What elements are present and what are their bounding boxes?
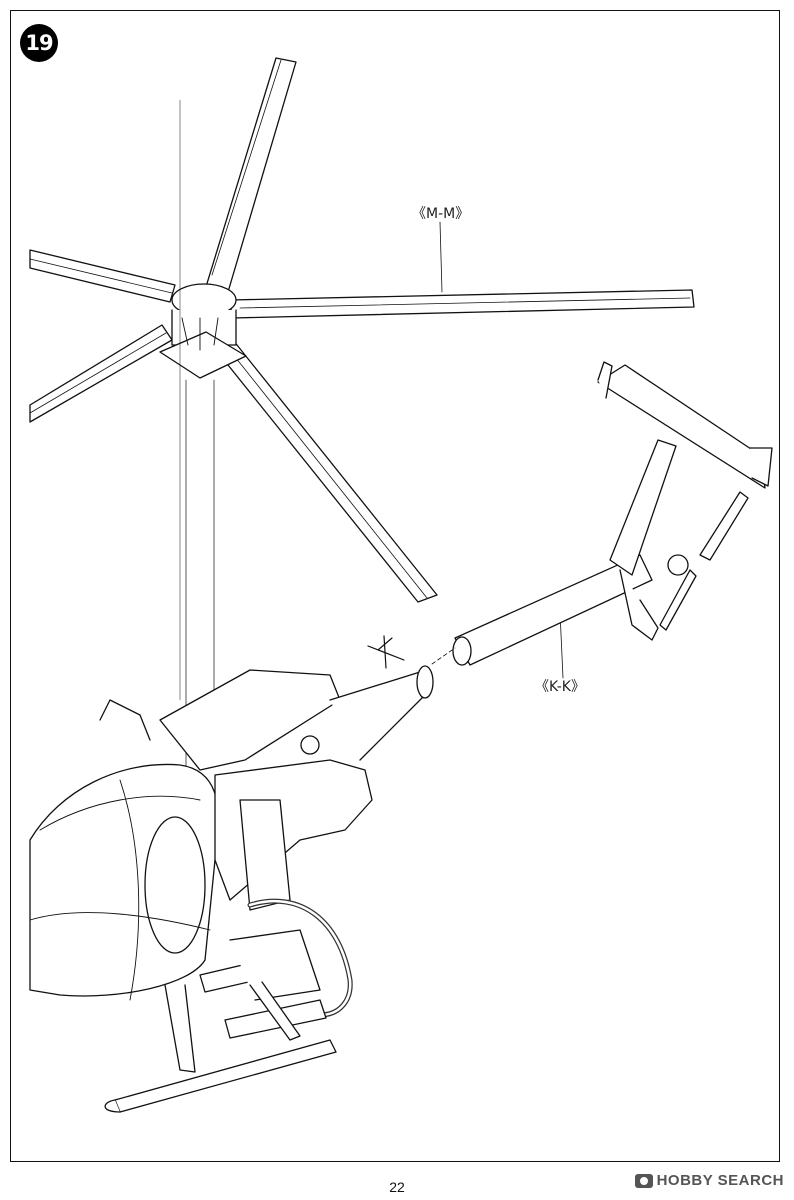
landing-skids: [104, 981, 337, 1113]
assembly-guide-lines: [179, 99, 215, 771]
step-number: 19: [25, 31, 53, 55]
fuselage-assembly: [29, 635, 456, 1001]
page-number: 22: [389, 1179, 405, 1195]
watermark: HOBBY SEARCH: [634, 1172, 784, 1189]
page-frame: [10, 10, 780, 1162]
skid-strut-front: [164, 984, 196, 1073]
label-tail-boom: 《K-K》: [535, 679, 585, 695]
watermark-text: HOBBY SEARCH: [656, 1172, 784, 1189]
tail-boom-tube: [454, 554, 653, 666]
step-number-badge: 19: [20, 24, 58, 62]
main-rotor-assembly: [29, 57, 695, 603]
hobby-search-logo-icon: [634, 1173, 653, 1188]
leader-line-m-m: [439, 221, 443, 293]
horizontal-stabilizer: [597, 364, 766, 489]
rotor-blade-left-lower: [29, 324, 173, 423]
tail-rotor-blade: [699, 491, 749, 561]
tail-fin: [609, 439, 677, 576]
rotor-blade-up: [204, 57, 297, 293]
tail-boom-assembly: [452, 361, 773, 666]
skid-tube: [114, 1039, 337, 1113]
rear-fuselage: [214, 759, 373, 901]
minigun-assembly: [199, 898, 353, 1039]
skid-strut-rear: [249, 981, 301, 1041]
engine-cowling: [159, 669, 341, 771]
rotor-blade-right: [229, 289, 695, 319]
label-main-rotor: 《M-M》: [412, 206, 470, 222]
